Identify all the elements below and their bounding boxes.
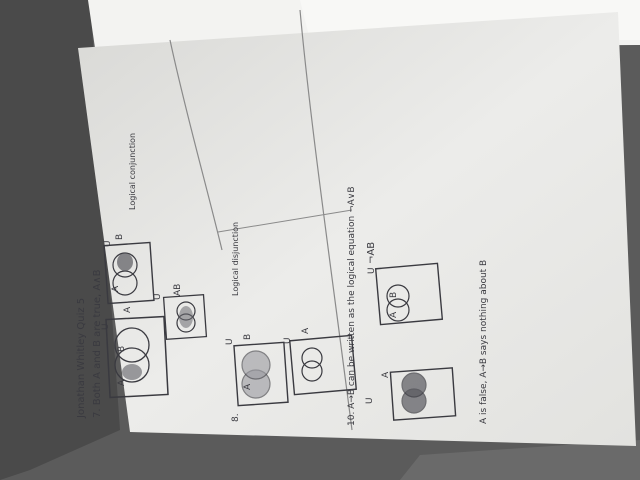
venn-q8-a <box>233 341 289 407</box>
venn-label-a: A <box>117 379 127 386</box>
venn-label-a: A <box>243 383 253 390</box>
venn-label-a: A <box>111 285 121 292</box>
venn-label-a: A <box>381 371 391 378</box>
venn-label-u: U <box>283 337 293 344</box>
venn-label-b: B <box>115 234 125 240</box>
worksheet-paper <box>78 12 636 446</box>
q7-label: Logical conjunction <box>128 133 137 210</box>
venn-q8-b <box>289 334 357 396</box>
venn-label-a: A <box>389 311 399 318</box>
venn-label-b: B <box>117 346 127 352</box>
venn-q10-a <box>389 367 457 421</box>
venn-label-u: U <box>101 323 111 330</box>
venn-q7-c <box>162 293 208 341</box>
q10-note: A is false, A→B says nothing about B <box>479 260 489 424</box>
venn-q7-b <box>103 241 155 305</box>
venn-label-b: B <box>243 334 253 340</box>
venn-label-not-ab: ¬AB <box>366 242 377 264</box>
venn-q10-b <box>374 262 444 326</box>
venn-label-u: U <box>365 397 375 404</box>
header-text: Jonathan Whitley Quiz 5 <box>76 298 87 419</box>
venn-q7-a <box>105 315 169 399</box>
venn-label-u: U <box>153 293 163 300</box>
venn-label-a: A <box>301 327 311 334</box>
divider-line <box>169 39 223 251</box>
venn-label-a: A <box>123 306 133 313</box>
q10-text: 10. A→B can be written as the logical eq… <box>347 186 357 426</box>
table-edge <box>400 440 640 480</box>
venn-label-b: B <box>389 292 399 298</box>
venn-label-u: U <box>225 338 235 345</box>
venn-label-ab: AB <box>173 284 183 296</box>
venn-label-u: U <box>103 240 113 247</box>
divider-line <box>299 9 353 431</box>
q8-label: Logical disjunction <box>231 222 240 296</box>
venn-label-u: U <box>367 267 377 274</box>
divider-line <box>217 209 353 233</box>
q8-number: 8. <box>231 413 241 422</box>
q7-text: 7. Both A and B are true, A∧B <box>92 269 103 418</box>
